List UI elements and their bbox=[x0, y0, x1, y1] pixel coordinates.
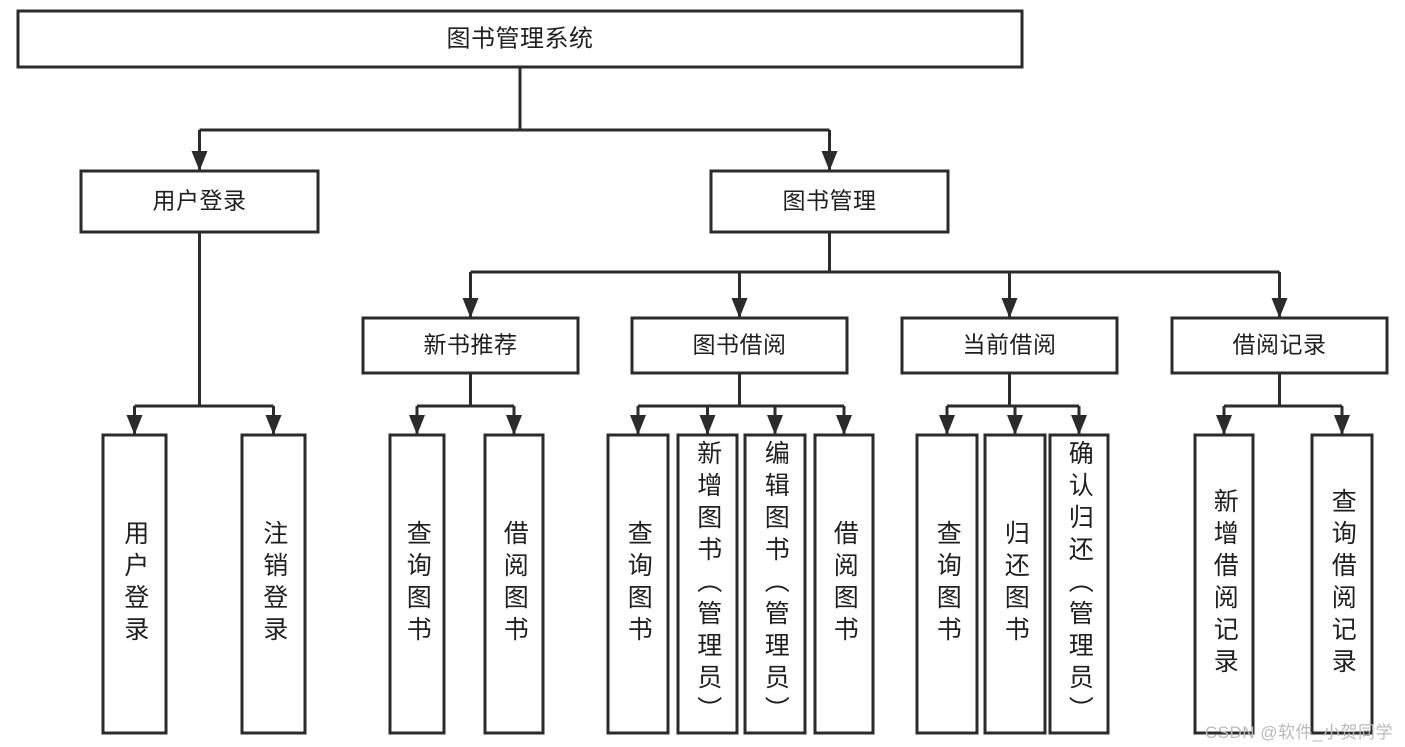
node-label-n-borrow-record: 借阅记录 bbox=[1233, 332, 1327, 358]
leaf-box-l-br-query-record[interactable] bbox=[1310, 433, 1374, 735]
leaf-box-l-br-add-record[interactable] bbox=[1193, 433, 1255, 735]
bookborrow-leaves-arrow bbox=[836, 415, 852, 435]
node-box-n-user-login[interactable] bbox=[79, 169, 320, 234]
currentborrow-leaves-arrow bbox=[939, 415, 955, 435]
bookmgmt-to-level3-arrow bbox=[462, 298, 479, 318]
root-node-label: 图书管理系统 bbox=[447, 25, 594, 52]
userlogin-leaves-arrow bbox=[126, 415, 143, 435]
leaf-box-l-rec-query-book[interactable] bbox=[388, 433, 446, 735]
leaf-box-l-bb-add-book[interactable] bbox=[676, 433, 739, 735]
node-label-n-current-borrow: 当前借阅 bbox=[963, 332, 1057, 358]
leaf-box-l-cb-query-book[interactable] bbox=[915, 433, 979, 735]
bookborrow-leaves-arrow bbox=[630, 415, 646, 435]
node-label-n-user-login: 用户登录 bbox=[153, 188, 247, 214]
node-box-n-book-borrow[interactable] bbox=[630, 316, 849, 375]
leaf-box-l-bb-query-book[interactable] bbox=[606, 433, 670, 735]
leaf-box-l-user-login[interactable] bbox=[101, 433, 168, 735]
leaf-box-l-rec-borrow-book[interactable] bbox=[483, 433, 545, 735]
connector-layer bbox=[126, 67, 1350, 435]
node-box-n-new-book-rec[interactable] bbox=[361, 316, 580, 375]
leaf-box-l-bb-borrow-book[interactable] bbox=[813, 433, 875, 735]
bookborrow-leaves-arrow bbox=[767, 415, 783, 435]
newbookrec-leaves-arrow bbox=[506, 415, 522, 435]
box-layer bbox=[16, 9, 1389, 735]
leaf-box-l-bb-edit-book[interactable] bbox=[743, 433, 807, 735]
borrowrecord-leaves-arrow bbox=[1216, 415, 1232, 435]
node-box-n-borrow-record[interactable] bbox=[1170, 316, 1389, 375]
newbookrec-leaves-arrow bbox=[409, 415, 425, 435]
currentborrow-leaves-arrow bbox=[1071, 415, 1087, 435]
csdn-watermark: CSDN @软件_小贺同学 bbox=[1204, 723, 1393, 742]
bookmgmt-to-level3-arrow bbox=[1001, 298, 1018, 318]
node-label-n-book-mgmt: 图书管理 bbox=[783, 188, 877, 214]
leaf-box-l-cb-return-book[interactable] bbox=[983, 433, 1047, 735]
bookmgmt-to-level3-arrow bbox=[731, 298, 748, 318]
node-label-n-new-book-rec: 新书推荐 bbox=[424, 332, 518, 358]
userlogin-leaves-arrow bbox=[265, 415, 282, 435]
root-to-level2-arrow bbox=[821, 151, 838, 171]
root-node-box[interactable] bbox=[16, 9, 1024, 69]
node-label-n-book-borrow: 图书借阅 bbox=[693, 332, 787, 358]
currentborrow-leaves-arrow bbox=[1007, 415, 1023, 435]
node-box-n-book-mgmt[interactable] bbox=[709, 169, 950, 234]
bookborrow-leaves-arrow bbox=[699, 415, 716, 435]
leaf-box-l-user-logout[interactable] bbox=[240, 433, 307, 735]
bookmgmt-to-level3-arrow bbox=[1271, 298, 1288, 318]
root-to-level2-arrow bbox=[191, 151, 208, 171]
borrowrecord-leaves-arrow bbox=[1334, 415, 1350, 435]
node-box-n-current-borrow[interactable] bbox=[900, 316, 1119, 375]
leaf-box-l-cb-confirm-return[interactable] bbox=[1048, 433, 1110, 735]
